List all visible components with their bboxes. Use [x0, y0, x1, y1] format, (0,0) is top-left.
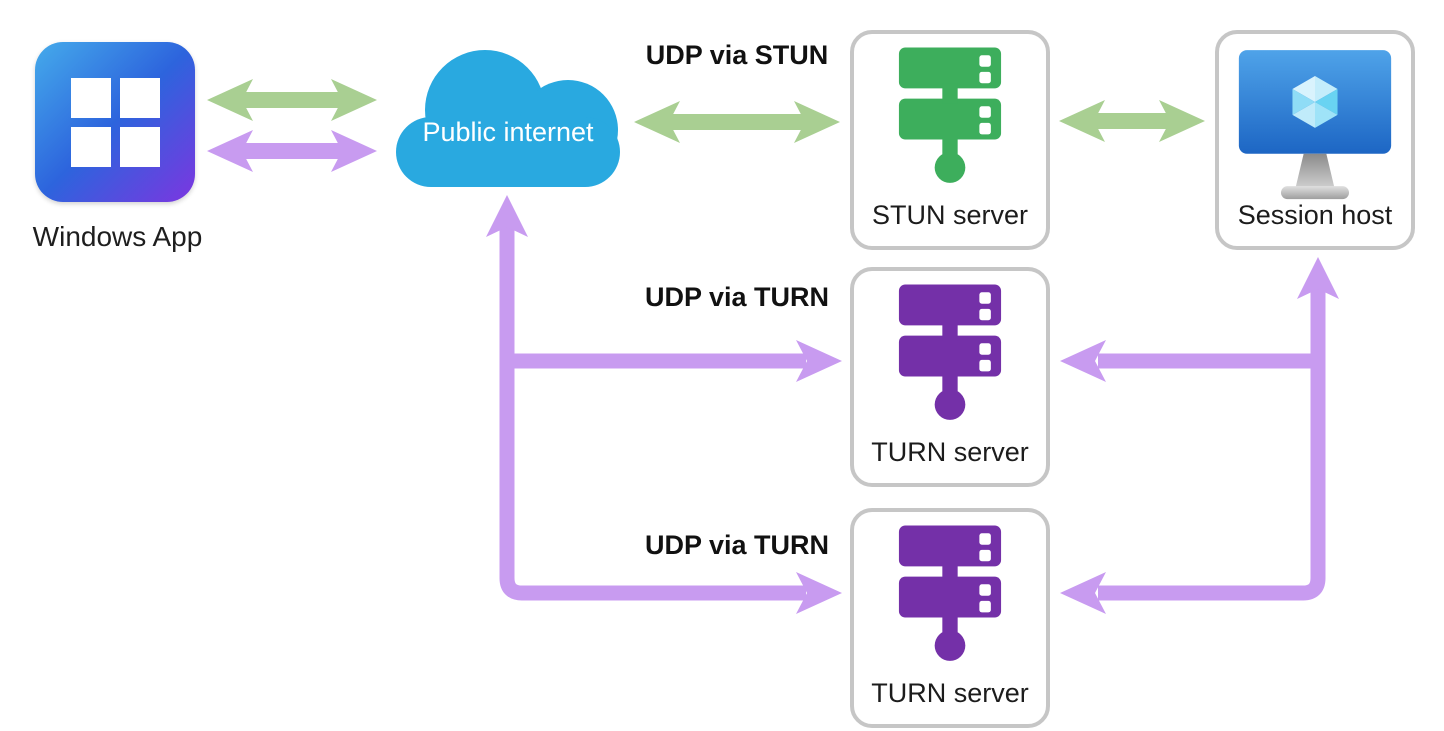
- green-arrow-windows-internet: [207, 79, 377, 121]
- turn-server-1-label: TURN server: [871, 437, 1029, 467]
- session-host-label: Session host: [1237, 200, 1393, 230]
- turn-server-1-box: TURN server: [850, 267, 1050, 487]
- purple-relay-arrowheads: [486, 195, 1339, 614]
- stun-server-label: STUN server: [871, 200, 1028, 230]
- turn-server-2-label: TURN server: [871, 678, 1029, 708]
- windows-app-icon: [35, 42, 195, 202]
- purple-relay-lines: [499, 225, 1326, 601]
- udp-via-stun-label: UDP via STUN: [645, 40, 829, 70]
- turn-server-icon: [898, 284, 1002, 420]
- public-internet-label: Public internet: [422, 116, 594, 147]
- udp-via-turn-label-2: UDP via TURN: [644, 530, 830, 560]
- udp-via-turn-label-1: UDP via TURN: [644, 282, 830, 312]
- windows-logo-icon: [70, 77, 160, 167]
- turn-server-2-box: TURN server: [850, 508, 1050, 728]
- green-arrow-internet-stun: [634, 101, 840, 143]
- windows-app-label: Windows App: [32, 221, 203, 252]
- session-host-monitor-icon: [1238, 50, 1392, 200]
- stun-server-box: STUN server: [850, 30, 1050, 250]
- cube-icon: [1292, 76, 1338, 128]
- green-arrow-stun-sessionhost: [1059, 100, 1205, 142]
- session-host-box: Session host: [1215, 30, 1415, 250]
- stun-server-icon: [898, 47, 1002, 183]
- purple-arrow-windows-internet: [207, 130, 377, 172]
- cloud-icon: [396, 50, 620, 187]
- turn-server-icon: [898, 525, 1002, 661]
